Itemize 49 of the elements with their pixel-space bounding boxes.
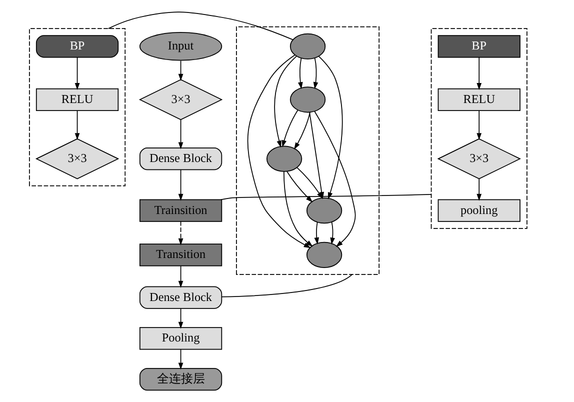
node-box: Transition <box>139 244 222 266</box>
arrow <box>274 56 297 148</box>
node-diamond: 3×3 <box>138 79 223 120</box>
node-box: Dense Block <box>139 148 222 170</box>
node-box: Dense Block <box>139 286 222 309</box>
arrow <box>314 110 356 247</box>
arrow <box>178 266 184 288</box>
arrow <box>296 167 323 200</box>
arrow <box>178 308 184 329</box>
node-box: BP <box>438 35 520 58</box>
node-box: RELU <box>36 88 119 111</box>
arrow <box>476 57 482 90</box>
arrow <box>313 58 318 90</box>
node-diamond: 3×3 <box>35 138 120 180</box>
node-ellipse: Input <box>139 32 222 61</box>
arrow <box>298 58 303 90</box>
arrow <box>282 110 298 148</box>
arrow <box>178 60 184 81</box>
connector <box>108 12 294 40</box>
arrow <box>286 171 313 202</box>
arrow <box>74 110 80 140</box>
node-circle <box>290 86 326 113</box>
arrow <box>178 169 184 201</box>
node-box: Trainsition <box>139 199 222 222</box>
node-circle <box>306 198 342 224</box>
cluster <box>29 28 126 186</box>
arrow <box>476 110 482 140</box>
node-box: 全连接层 <box>139 368 222 391</box>
node-box: BP <box>36 35 119 58</box>
node-box: RELU <box>438 88 520 111</box>
arrow <box>476 178 482 201</box>
connector <box>222 274 353 298</box>
arrow <box>178 221 184 246</box>
arrow <box>74 57 80 90</box>
cluster <box>236 26 380 275</box>
node-box: pooling <box>438 199 520 222</box>
node-diamond: 3×3 <box>437 138 521 180</box>
cluster <box>430 28 528 229</box>
arrow <box>314 222 320 244</box>
arrow <box>283 171 313 247</box>
node-circle <box>266 146 302 172</box>
arrow <box>247 54 311 248</box>
arrow <box>330 222 335 245</box>
arrow <box>294 112 310 150</box>
arrow <box>178 349 184 370</box>
node-box: Pooling <box>139 327 222 350</box>
arrow <box>178 120 184 150</box>
connector <box>220 194 432 200</box>
node-circle <box>290 33 326 60</box>
